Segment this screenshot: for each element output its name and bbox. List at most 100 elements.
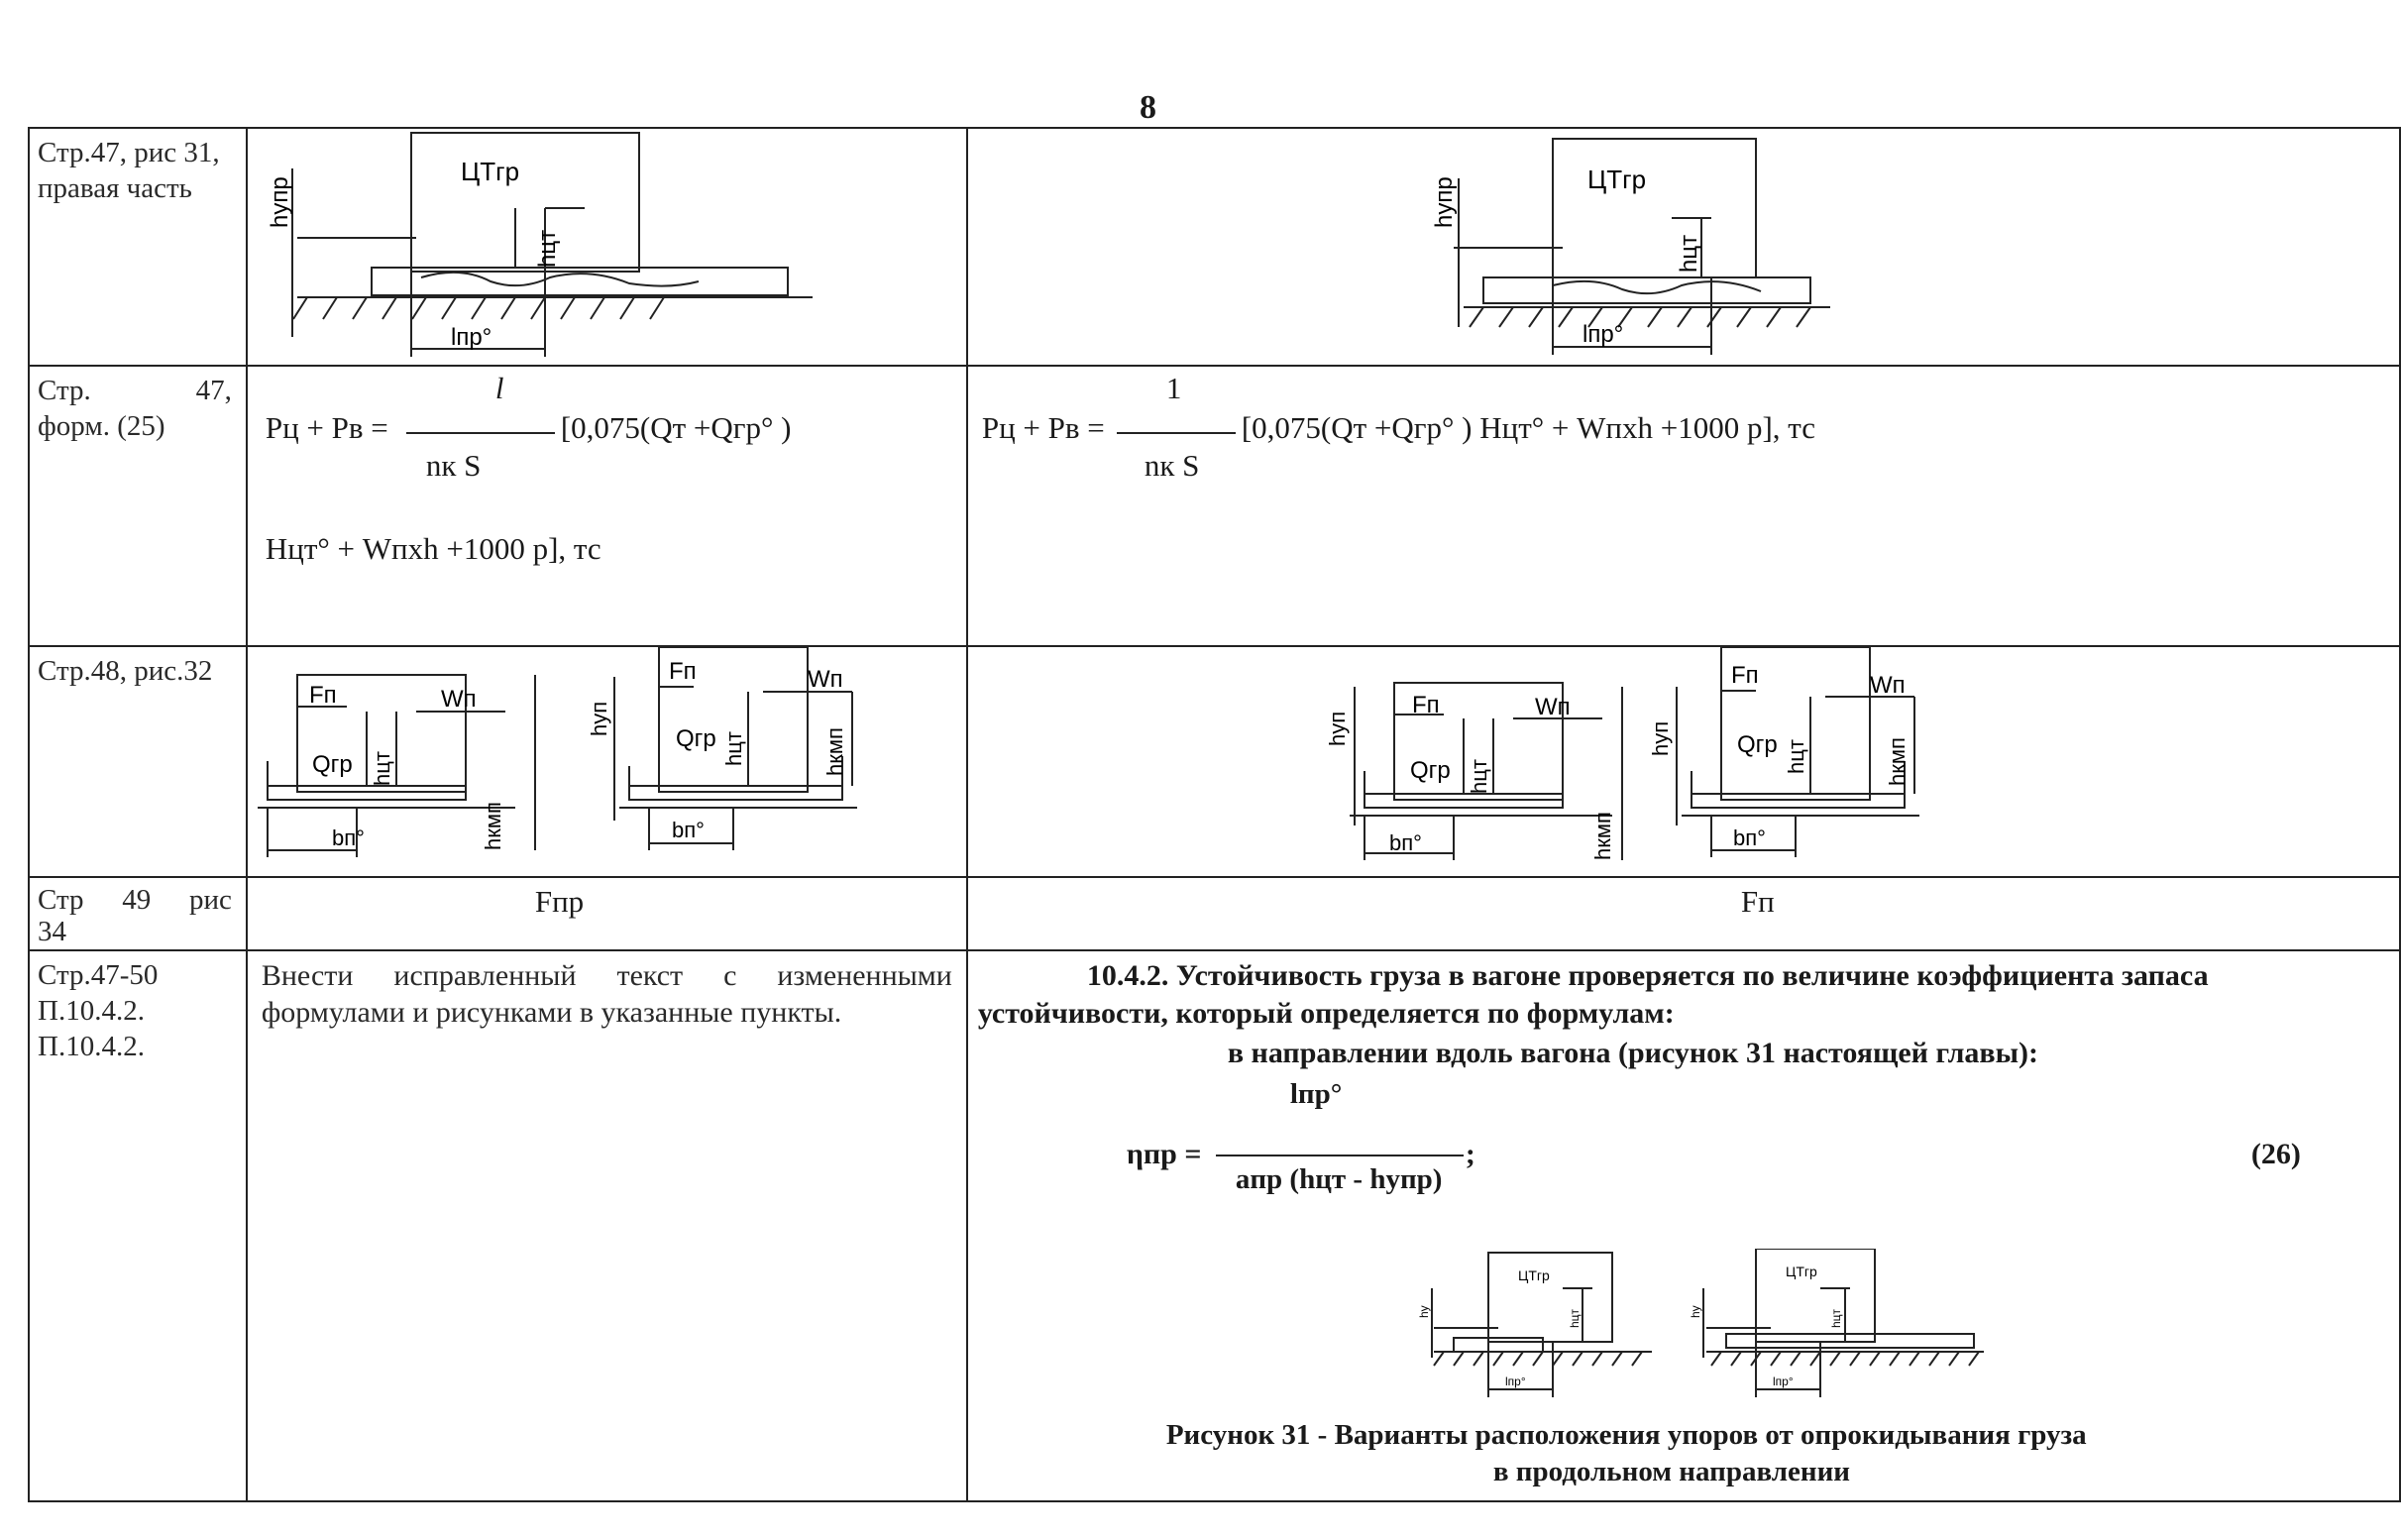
formula-numerator: l xyxy=(494,371,504,405)
label-hkm: hкмп xyxy=(822,727,847,776)
ref-cell: Стр.47, рис 31, правая часть xyxy=(28,127,248,367)
ref-text: Стр xyxy=(38,884,84,916)
formula-lhs: Pц + Pв = xyxy=(265,410,388,445)
ref-cell: Стр.47-50 П.10.4.2. П.10.4.2. xyxy=(28,949,248,1502)
fraction-bar xyxy=(1215,1155,1464,1156)
table-row: Стр.48, рис.32 xyxy=(28,645,2401,878)
label-hkm: hкмп xyxy=(481,802,505,850)
label-ct: ЦТгр xyxy=(1786,1264,1817,1279)
ref-text: 34 xyxy=(38,916,66,947)
label-W: Wп xyxy=(1535,694,1571,720)
page-number: 8 xyxy=(1140,89,1156,126)
ref-text: П.10.4.2. xyxy=(38,1031,145,1062)
label-b: bп° xyxy=(1733,825,1766,850)
label-Q: Qгр xyxy=(676,725,716,752)
label-hct: hцт xyxy=(1676,235,1702,273)
old-cell: ЦТгр hцт hупр lпр° xyxy=(245,127,968,367)
label-hct: hцт xyxy=(721,731,746,766)
label-hkm: hкмп xyxy=(1885,737,1910,786)
label-F: Fп xyxy=(1412,692,1440,718)
label-hy: hу xyxy=(1417,1305,1431,1318)
corrections-table: Стр.47, рис 31, правая часть xyxy=(28,127,2401,1502)
label-Q: Qгр xyxy=(312,751,353,778)
table-row: Стр. 47, форм. (25) Pц + Pв = l nк S [0,… xyxy=(28,365,2401,647)
ref-text: форм. (25) xyxy=(38,410,165,442)
paragraph-2: устойчивости, который определяется по фо… xyxy=(977,997,1675,1030)
label-b: bп° xyxy=(332,825,365,850)
label-l: lпр° xyxy=(1582,321,1623,348)
table-row: Стр.47-50 П.10.4.2. П.10.4.2. Внести исп… xyxy=(28,949,2401,1502)
ref-text: П.10.4.2. xyxy=(38,995,145,1027)
formula-numerator: lпр° xyxy=(1289,1078,1343,1110)
paragraph-3: в направлении вдоль вагона (рисунок 31 н… xyxy=(1227,1037,2039,1069)
old-cell: Fп Wп Qгр hцт bп° hкмп hуп Fп Wп Qгр hцт… xyxy=(245,645,968,878)
table-row: Стр 49 рис 34 Fпр Fп xyxy=(28,876,2401,951)
formula-rhs: [0,075(Qт +Qгр° ) Hцт° + Wпxh +1000 p], … xyxy=(1241,410,1815,445)
label-hy: hуп xyxy=(1648,721,1673,756)
figure-caption-2: в продольном направлении xyxy=(1492,1456,1851,1487)
ref-text: Стр.47, рис 31, правая часть xyxy=(38,137,220,204)
formula-numerator: 1 xyxy=(1165,371,1182,405)
formula-denominator: nк S xyxy=(425,448,482,483)
old-cell: Pц + Pв = l nк S [0,075(Qт +Qгр° ) Hцт° … xyxy=(245,365,968,647)
label-ct: ЦТгр xyxy=(1587,165,1646,194)
label-F: Fп xyxy=(669,658,697,685)
label-F: Fп xyxy=(309,682,337,709)
ref-text: Стр.48, рис.32 xyxy=(38,655,213,687)
table-row: Стр.47, рис 31, правая часть xyxy=(28,127,2401,367)
ref-cell: Стр.48, рис.32 xyxy=(28,645,248,878)
old-cell: Внести исправленный текст с измененными … xyxy=(245,949,968,1502)
label-hct: hцт xyxy=(534,230,561,268)
figure-old-row1: ЦТгр hцт hупр lпр° xyxy=(267,132,813,357)
label-l: lпр° xyxy=(1773,1375,1794,1388)
figure-caption-1: Рисунок 31 - Варианты расположения упоро… xyxy=(1165,1419,2087,1451)
formula-denominator: nк S xyxy=(1144,448,1200,483)
new-value: Fп xyxy=(1740,884,1775,919)
ref-text: Стр.47-50 xyxy=(38,959,159,991)
ref-text: 47, xyxy=(195,375,232,406)
label-l: lпр° xyxy=(1505,1375,1526,1388)
ref-cell: Стр. 47, форм. (25) xyxy=(28,365,248,647)
label-hy: hуп xyxy=(1325,712,1350,746)
label-Q: Qгр xyxy=(1410,757,1451,784)
formula-continuation: Hцт° + Wпxh +1000 p], тс xyxy=(265,531,601,566)
label-l: lпр° xyxy=(451,324,491,351)
formula-denominator: aпр (hцт - hупр) xyxy=(1235,1163,1443,1195)
old-cell: Fпр xyxy=(245,876,968,951)
label-W: Wп xyxy=(441,686,477,713)
figure-new-row1: ЦТгр hцт hупр lпр° xyxy=(1431,138,1830,355)
label-hkm: hкмп xyxy=(1590,812,1615,860)
figure-31-variants: ЦТгр hцт hу lпр° ЦТгр hцт hу lпр° xyxy=(1417,1249,1984,1397)
label-hy: hупр xyxy=(1431,176,1458,228)
fraction-bar xyxy=(1116,432,1236,434)
label-F: Fп xyxy=(1731,662,1759,689)
label-hct: hцт xyxy=(1568,1308,1582,1328)
formula-lhs: Pц + Pв = xyxy=(981,410,1105,445)
formula-number: (26) xyxy=(2250,1138,2301,1170)
label-hy: hупр xyxy=(267,176,293,228)
formula-lhs: ηпр = xyxy=(1126,1138,1202,1170)
label-ct: ЦТгр xyxy=(1518,1267,1550,1283)
ref-text: рис xyxy=(188,884,232,916)
label-hy: hуп xyxy=(587,702,611,736)
paragraph-1: 10.4.2. Устойчивость груза в вагоне пров… xyxy=(1086,959,2209,992)
label-Q: Qгр xyxy=(1737,731,1778,758)
ref-cell: Стр 49 рис 34 xyxy=(28,876,248,951)
label-b: bп° xyxy=(1389,830,1422,855)
figure-new-row3: Fп Wп Qгр hцт hуп bп° hкмп Fп Wп Qгр hцт… xyxy=(1325,648,1919,860)
label-hct: hцт xyxy=(370,751,394,786)
old-instruction: Внести исправленный текст с измененными … xyxy=(261,959,952,1029)
new-cell: Fп xyxy=(965,876,2401,951)
label-b: bп° xyxy=(672,818,705,842)
old-value: Fпр xyxy=(534,884,585,919)
new-cell: Fп Wп Qгр hцт hуп bп° hкмп Fп Wп Qгр hцт… xyxy=(965,645,2401,878)
new-cell: ЦТгр hцт hупр lпр° xyxy=(965,127,2401,367)
formula-rhs: [0,075(Qт +Qгр° ) xyxy=(560,410,792,445)
label-hy: hу xyxy=(1689,1305,1702,1318)
new-cell: Pц + Pв = 1 nк S [0,075(Qт +Qгр° ) Hцт° … xyxy=(965,365,2401,647)
label-W: Wп xyxy=(1870,672,1906,699)
new-cell: 10.4.2. Устойчивость груза в вагоне пров… xyxy=(965,949,2401,1502)
formula-tail: ; xyxy=(1465,1138,1475,1170)
fraction-bar xyxy=(405,432,555,434)
label-ct: ЦТгр xyxy=(461,157,519,186)
